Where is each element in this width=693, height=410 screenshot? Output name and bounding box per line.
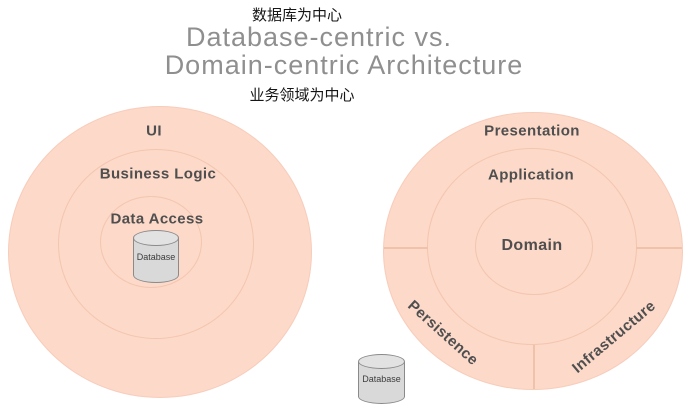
cylinder-top-ellipse (133, 230, 179, 246)
title-line-1: Database-centric vs. (185, 22, 453, 52)
database-cylinder-label: Database (136, 251, 176, 262)
ring-label-domain: Domain (501, 237, 563, 254)
database-cylinder-external: Database (358, 354, 405, 404)
sector-divider-left (384, 247, 428, 249)
caption-domain-centric-cjk: 业务领域为中心 (249, 87, 355, 104)
title-line-2: Domain-centric Architecture (164, 50, 524, 80)
left-inner-circle (100, 196, 202, 288)
ring-label-presentation: Presentation (484, 122, 580, 140)
database-cylinder-label: Database (362, 374, 401, 384)
cylinder-top-ellipse (358, 354, 405, 369)
left-middle-circle (58, 149, 254, 339)
ring-label-data-access: Data Access (110, 210, 204, 228)
caption-database-centric-cjk: 数据库为中心 (251, 7, 343, 24)
ring-label-business-logic: Business Logic (99, 165, 217, 183)
database-cylinder-center: Database (133, 230, 179, 283)
right-middle-circle (427, 148, 637, 345)
right-inner-circle (475, 198, 593, 295)
sector-divider-right (636, 247, 682, 249)
sector-divider-bottom (533, 345, 535, 389)
ring-label-ui: UI (146, 122, 162, 140)
ring-label-application: Application (487, 166, 575, 184)
